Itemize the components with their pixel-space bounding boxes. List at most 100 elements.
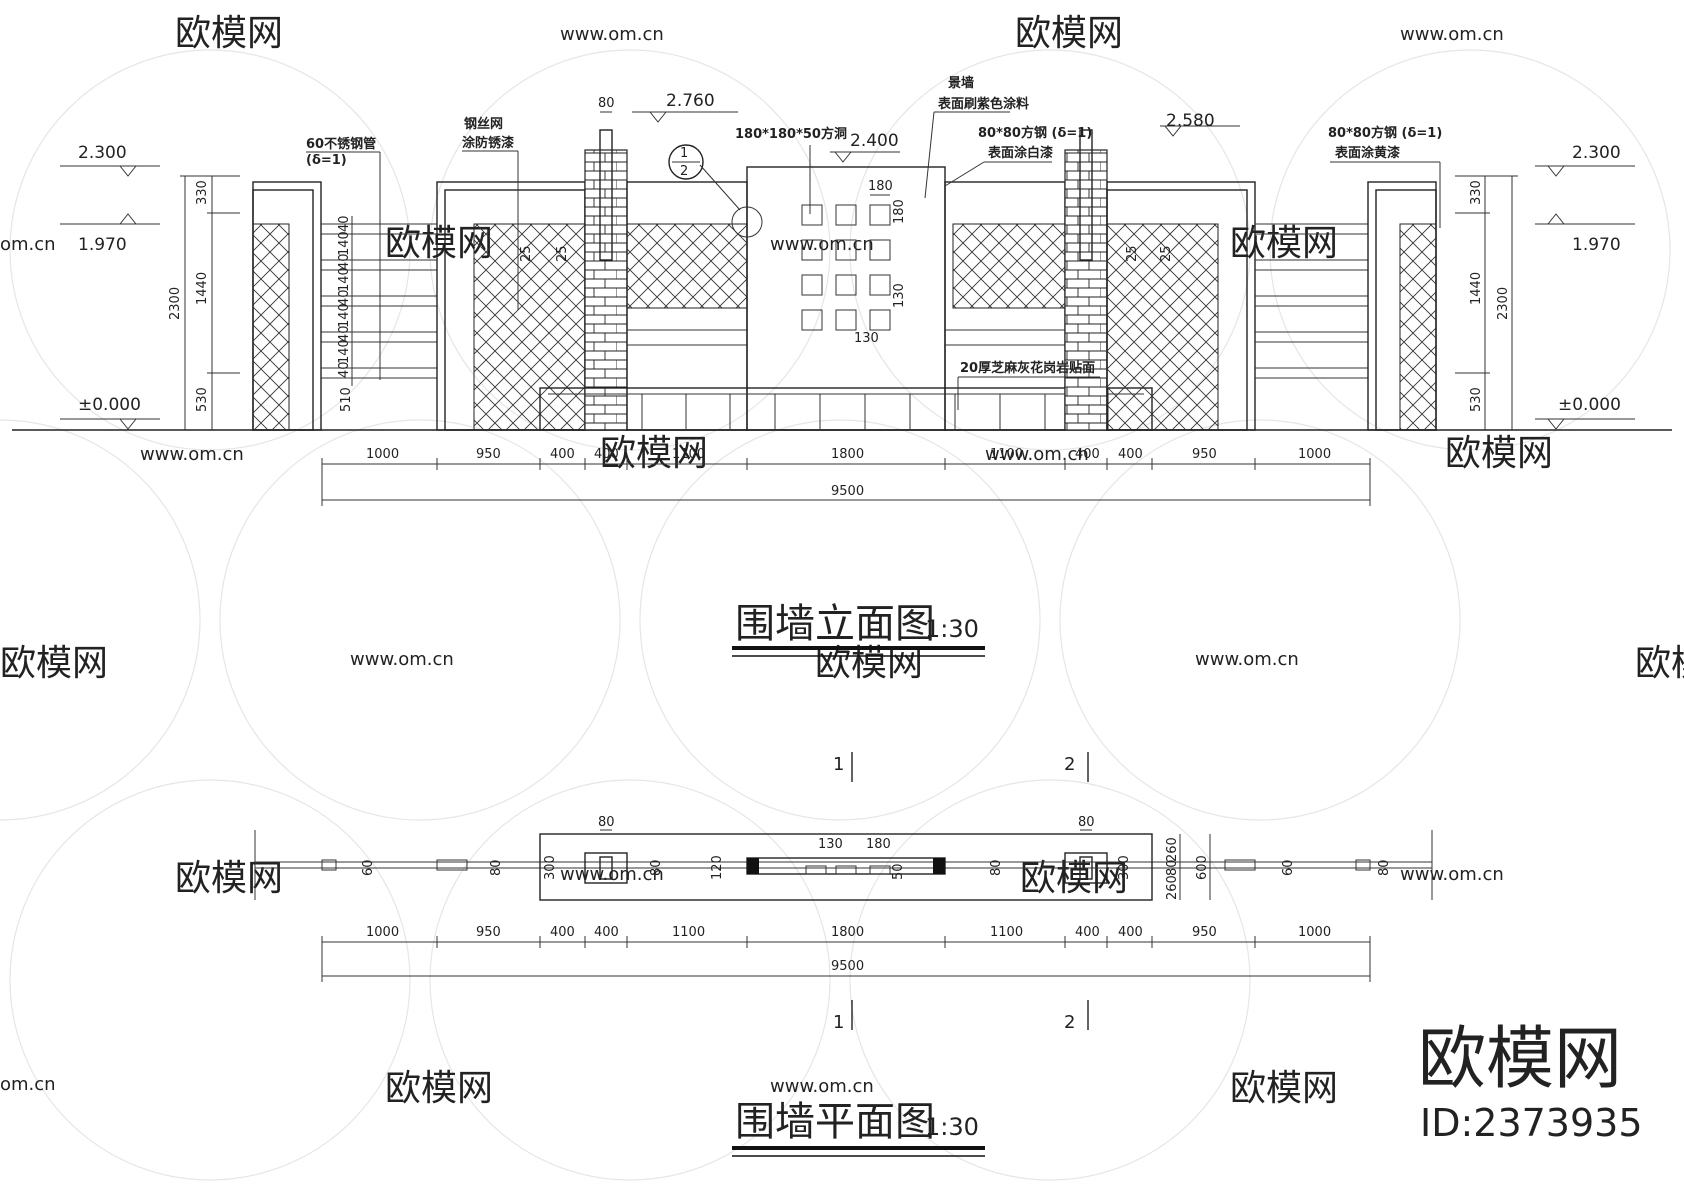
small-dims: 80 180 180 130 130 25 25 25 25: [519, 96, 1174, 346]
level-right-mid: 1.970: [1572, 235, 1621, 255]
right-bay-mesh: [1106, 223, 1219, 431]
dim-hole-180v: 180: [892, 199, 907, 224]
svg-text:40: 40: [337, 253, 352, 270]
svg-text:60: 60: [361, 859, 376, 876]
cut-label-2-top: 2: [1064, 754, 1075, 775]
svg-text:80: 80: [1078, 815, 1095, 830]
level-left-mid: 1.970: [78, 235, 127, 255]
plan-left-pillar: [584, 852, 628, 884]
watermark-brand: 欧模网: [1015, 13, 1123, 54]
watermark-url: www.om.cn: [560, 24, 664, 45]
right-end-mesh: [1399, 223, 1437, 431]
svg-text:1440: 1440: [195, 272, 210, 305]
svg-text:1000: 1000: [366, 447, 399, 462]
svg-text:80: 80: [1165, 859, 1180, 876]
left-brick-pillar: [584, 149, 628, 431]
plan-dims-right: 260 80 260 600: [1165, 834, 1211, 900]
svg-text:260: 260: [1165, 875, 1180, 900]
level-left-top: 2.300: [78, 143, 127, 163]
note-mesh-2: 涂防锈漆: [462, 135, 514, 151]
plan-drawing: 1 2 1 2 80 130 180 80: [254, 752, 1433, 1157]
watermark-brand: 欧模网: [0, 643, 108, 684]
svg-text:510: 510: [339, 387, 354, 412]
elev-hdims: 1000 950 400 400 1100 1800 1100 400 400 …: [321, 447, 1371, 506]
right-brick-pillar: [1064, 149, 1108, 431]
plan-dims-top: 80 130 180 80: [598, 815, 1095, 852]
svg-text:530: 530: [195, 387, 210, 412]
note-steel-2: 表面涂白漆: [987, 145, 1053, 161]
note-steel-r2: 表面涂黄漆: [1334, 145, 1400, 161]
cut-label-1-top: 1: [833, 754, 844, 775]
svg-text:400: 400: [550, 925, 575, 940]
left-end-mesh: [252, 223, 290, 431]
svg-text:400: 400: [594, 925, 619, 940]
svg-text:40: 40: [337, 361, 352, 378]
plan-base: [539, 833, 1153, 901]
svg-text:300: 300: [1117, 855, 1132, 880]
svg-text:300: 300: [543, 855, 558, 880]
svg-text:180: 180: [866, 837, 891, 852]
section-marker-top: 1: [680, 146, 688, 161]
svg-text:60: 60: [1281, 859, 1296, 876]
note-hole: 180*180*50方洞: [735, 126, 847, 142]
svg-text:1100: 1100: [672, 925, 705, 940]
rail-spacing: 40 140 40 140 40 140 40 140 40: [337, 215, 353, 386]
svg-text:950: 950: [476, 447, 501, 462]
svg-text:80: 80: [598, 815, 615, 830]
note-wall-2: 表面刷紫色涂料: [937, 96, 1029, 112]
svg-text:80: 80: [1377, 859, 1392, 876]
watermark-url: www.om.cn: [985, 444, 1089, 465]
brand-block: 欧模网 ID:2373935: [1418, 1020, 1643, 1145]
watermark-url-short: om.cn: [0, 1074, 56, 1095]
note-granite: 20厚芝麻灰花岗岩贴面: [960, 360, 1095, 376]
dim-hole-130: 130: [854, 331, 879, 346]
brand-name: 欧模网: [1418, 1020, 1622, 1099]
level-markers: 2.760 2.400 2.580 2.300 1.970 ±0.000 2.3…: [60, 91, 1635, 430]
watermark-url: www.om.cn: [1400, 24, 1504, 45]
right-mid-mesh: [952, 223, 1066, 309]
watermark-brand: 欧模网: [175, 858, 283, 899]
plan-scale: 1:30: [925, 1113, 979, 1141]
watermark-brand: 欧模网: [385, 1068, 493, 1109]
svg-text:1800: 1800: [831, 447, 864, 462]
right-steel-post: [1079, 129, 1093, 261]
svg-text:260: 260: [1165, 837, 1180, 862]
plan-left-post: [599, 856, 613, 880]
watermark-url-short: om.cn: [0, 234, 56, 255]
vdims-right: 330 1440 530 2300: [1455, 175, 1518, 430]
watermark-url: www.om.cn: [1195, 649, 1299, 670]
left-steel-post: [599, 129, 613, 261]
svg-text:600: 600: [1195, 855, 1210, 880]
left-bay-mesh: [473, 223, 586, 431]
elev-total-dim: 9500: [831, 484, 864, 499]
svg-text:950: 950: [1192, 447, 1217, 462]
dim-hole-130v: 130: [892, 283, 907, 308]
dim-25b: 25: [555, 245, 570, 262]
svg-text:140: 140: [337, 339, 352, 364]
watermark-brand: 欧模网: [1020, 858, 1128, 899]
level-right-inner: 2.580: [1166, 111, 1215, 131]
note-pipe-delta: (δ=1): [306, 153, 347, 168]
section-marker-bottom: 2: [680, 164, 688, 179]
svg-text:80: 80: [489, 859, 504, 876]
right-rails: [1255, 223, 1368, 379]
plan-total-dim: 9500: [831, 959, 864, 974]
note-pipe: 60不锈钢管: [306, 136, 376, 152]
plan-right-post: [1079, 856, 1093, 880]
svg-text:1000: 1000: [1298, 447, 1331, 462]
dim-25a: 25: [519, 245, 534, 262]
note-wall-1: 景墙: [948, 75, 974, 91]
note-mesh-1: 钢丝网: [464, 116, 503, 132]
svg-text:400: 400: [1118, 925, 1143, 940]
elevation-scale: 1:30: [925, 615, 979, 643]
watermark-brand: 欧模网: [175, 13, 283, 54]
dim-25c: 25: [1125, 245, 1140, 262]
svg-text:1100: 1100: [990, 925, 1023, 940]
svg-text:80: 80: [649, 859, 664, 876]
svg-text:40: 40: [337, 215, 352, 232]
plan-wall-end-left: [747, 858, 759, 874]
svg-text:1440: 1440: [1469, 272, 1484, 305]
granite-joints: [548, 388, 1144, 430]
svg-text:80: 80: [989, 859, 1004, 876]
svg-text:1100: 1100: [990, 447, 1023, 462]
